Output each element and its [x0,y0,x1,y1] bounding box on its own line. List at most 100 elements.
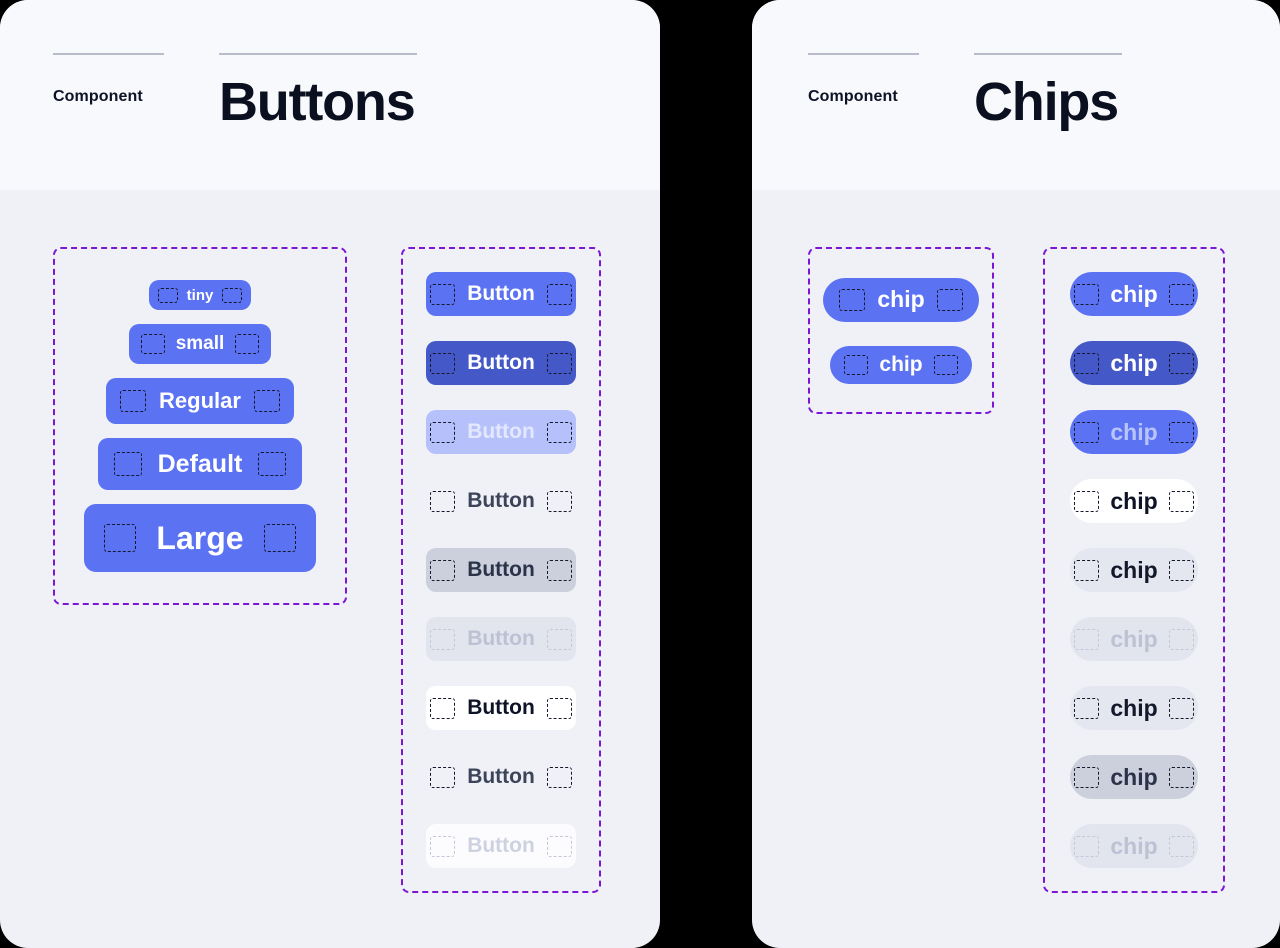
leading-icon-slot-icon [140,334,165,354]
button-large[interactable]: Large [84,504,316,572]
button-state-white[interactable]: Button [426,686,576,730]
button-label: Button [467,351,535,374]
button-label: small [175,333,225,354]
title-rule [219,53,417,55]
trailing-icon-slot-icon [253,390,280,412]
chip-label: chip [1110,832,1158,859]
chip-label: chip [1110,487,1158,514]
button-label: tiny [186,286,214,304]
button-label: Button [467,696,535,719]
chip-label: chip [877,286,925,312]
group-chip-sizes: chip chip [808,247,994,414]
button-label: Button [467,489,535,512]
leading-icon-slot-icon [844,354,869,375]
leading-icon-slot-icon [157,287,178,303]
trailing-icon-slot-icon [546,490,572,512]
leading-icon-slot-icon [1074,559,1100,581]
chip-state-white[interactable]: chip [1070,479,1198,523]
trailing-icon-slot-icon [1168,835,1194,857]
button-state-ghost[interactable]: Button [426,479,576,523]
trailing-icon-slot-icon [546,628,572,650]
group-chip-states: chip chip chip ch [1043,247,1225,893]
button-state-default[interactable]: Button [426,272,576,316]
group-button-sizes: tiny small Regular [53,247,347,605]
trailing-icon-slot-icon [1168,766,1194,788]
chip-label: chip [1110,763,1158,790]
eyebrow-rule [53,53,164,55]
button-state-pressed[interactable]: Button [426,341,576,385]
button-label: Button [467,282,535,305]
chip-state-default[interactable]: chip [1070,272,1198,316]
chip-state-grey[interactable]: chip [1070,548,1198,592]
chip-state-pressed[interactable]: chip [1070,341,1198,385]
buttons-eyebrow-label: Component [53,88,143,105]
chip-label: chip [1110,694,1158,721]
leading-icon-slot-icon [430,628,456,650]
leading-icon-slot-icon [1074,490,1100,512]
chip-size-stack: chip chip [823,277,979,384]
chip-size-small[interactable]: chip [830,345,972,384]
button-size-stack: tiny small Regular [84,280,316,572]
eyebrow-rule [808,53,919,55]
leading-icon-slot-icon [430,352,456,374]
trailing-icon-slot-icon [546,421,572,443]
chip-state-grey-2[interactable]: chip [1070,686,1198,730]
title-rule [974,53,1122,55]
chip-state-grey-disabled: chip [1070,617,1198,661]
leading-icon-slot-icon [1074,766,1100,788]
chip-label: chip [1110,556,1158,583]
button-regular[interactable]: Regular [106,378,294,424]
leading-icon-slot-icon [430,697,456,719]
trailing-icon-slot-icon [263,524,296,552]
button-small[interactable]: small [128,324,272,364]
chip-state-disabled-primary: chip [1070,410,1198,454]
button-state-stack: Button Button Button [426,272,576,868]
leading-icon-slot-icon [1074,352,1100,374]
group-button-states: Button Button Button [401,247,601,893]
button-state-grey-hover[interactable]: Button [426,548,576,592]
leading-icon-slot-icon [104,524,137,552]
button-label: Button [467,558,535,581]
trailing-icon-slot-icon [222,287,243,303]
button-state-ghost-2[interactable]: Button [426,755,576,799]
leading-icon-slot-icon [1074,628,1100,650]
button-label: Button [467,420,535,443]
button-state-white-disabled: Button [426,824,576,868]
trailing-icon-slot-icon [1168,697,1194,719]
panel-buttons: Component Buttons tiny small [0,0,660,948]
buttons-panel-header: Component Buttons [0,0,660,190]
trailing-icon-slot-icon [546,352,572,374]
leading-icon-slot-icon [1074,283,1100,305]
trailing-icon-slot-icon [546,835,572,857]
trailing-icon-slot-icon [546,697,572,719]
button-tiny[interactable]: tiny [148,280,252,310]
trailing-icon-slot-icon [1168,559,1194,581]
button-label: Button [467,834,535,857]
button-default[interactable]: Default [97,438,303,490]
trailing-icon-slot-icon [1168,352,1194,374]
chip-label: chip [1110,349,1158,376]
trailing-icon-slot-icon [258,452,287,476]
button-label: Button [467,627,535,650]
leading-icon-slot-icon [430,559,456,581]
trailing-icon-slot-icon [933,354,958,375]
chip-state-stack: chip chip chip ch [1070,272,1198,868]
button-label: Default [157,449,243,478]
chip-size-big[interactable]: chip [823,277,979,322]
button-label: Button [467,765,535,788]
trailing-icon-slot-icon [546,559,572,581]
chip-state-grey-hover[interactable]: chip [1070,755,1198,799]
button-label: Large [156,519,244,556]
trailing-icon-slot-icon [936,288,963,311]
leading-icon-slot-icon [1074,421,1100,443]
leading-icon-slot-icon [430,421,456,443]
chip-label: chip [1110,418,1158,445]
panel-chips: Component Chips chip chip [752,0,1280,948]
leading-icon-slot-icon [430,835,456,857]
leading-icon-slot-icon [430,490,456,512]
leading-icon-slot-icon [430,766,456,788]
chip-label: chip [879,352,923,376]
button-state-disabled-primary: Button [426,410,576,454]
chips-panel-header: Component Chips [752,0,1280,190]
